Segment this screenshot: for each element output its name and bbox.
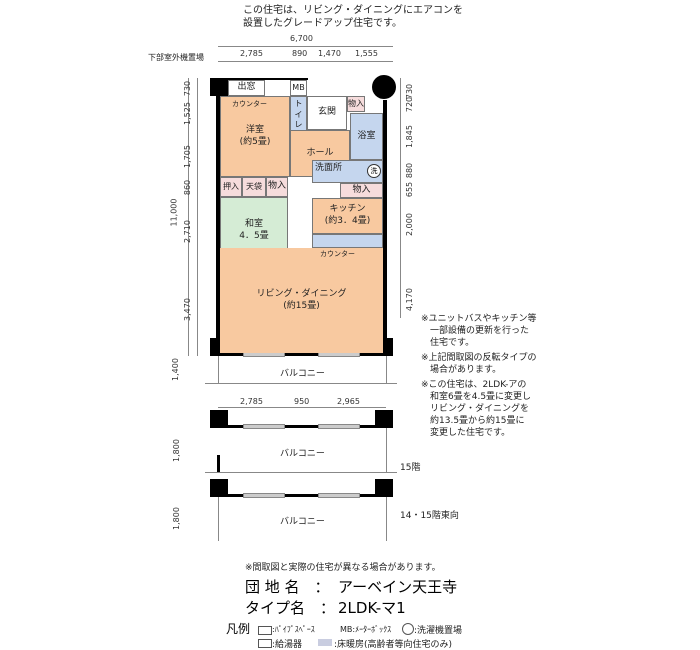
legend-item: MB:ﾒｰﾀｰﾎﾞｯｸｽ [340, 625, 392, 634]
dim-top: 2,785 [240, 49, 263, 58]
room-oshiire: 押入 [220, 177, 242, 197]
side-note: ※ユニットバスやキッチン等 一部設備の更新を行った 住宅です。 [421, 314, 537, 348]
room-storage-jp: 物入 [266, 177, 288, 197]
dim-right: 4,170 [404, 288, 414, 311]
kitchen-counter [312, 234, 383, 248]
room-label: キッチン [329, 204, 366, 215]
room-kitchen: キッチン (約3．4畳) [312, 198, 383, 234]
legend-title: 凡例 [226, 622, 251, 636]
balcony-label: バルコニー [280, 369, 325, 379]
dim-left: 1,705 [182, 145, 192, 168]
floor-heating-icon [318, 639, 332, 646]
kitchen-counter-label: カウンター [320, 250, 355, 258]
legend-item: :洗濯機置場 [414, 626, 463, 636]
variant-dim: 2,785 [240, 397, 263, 406]
column-icon [372, 75, 396, 99]
type-name: 2LDK-マ1 [338, 599, 406, 617]
legend-item: :床暖房(高齢者等向住宅のみ) [334, 640, 453, 650]
dim-top: 1,470 [318, 49, 341, 58]
dim-right: 1,845 [404, 125, 414, 148]
room-bay-window: 出窓 [228, 80, 265, 96]
dim-right: 2,000 [404, 213, 414, 236]
variant-dim: 950 [294, 397, 310, 406]
variant-depth: 1,800 [171, 439, 181, 462]
room-tenbukuro: 天袋 [242, 177, 266, 197]
room-living-dining: リビング・ダイニング (約15畳) [220, 248, 383, 353]
dim-total-width: 6,700 [290, 34, 313, 43]
side-note: ※この住宅は、2LDK-アの 和室6畳を4.5畳に変更し リビング・ダイニングを… [421, 380, 532, 438]
dim-right: 880 [405, 162, 415, 179]
side-note: ※上記間取図の反転タイプの 場合があります。 [421, 353, 537, 375]
room-size: (約3．4畳) [324, 216, 371, 226]
type-name-label: タイプ名 ： [245, 599, 336, 617]
balcony-label: バルコニー [280, 449, 325, 459]
header-note-2: 設置したグレードアップ住宅です。 [243, 18, 402, 29]
room-bath: 浴室 [350, 113, 383, 160]
floor-label: 15階 [400, 463, 421, 473]
dim-total-height: 11,000 [169, 198, 179, 227]
water-heater-icon [258, 639, 272, 648]
dim-left: 3,470 [182, 298, 192, 321]
disclaimer: ※間取図と実際の住宅が異なる場合があります。 [245, 563, 441, 573]
legend-item: :給湯器 [272, 640, 303, 650]
dim-left: 860 [183, 179, 193, 196]
complex-name-label: 団 地 名 ： [245, 578, 330, 596]
room-western: 洋室 (約5畳) [220, 96, 290, 177]
floor-label: 14・15階東向 [400, 511, 459, 521]
room-entrance: 玄関 [307, 96, 347, 130]
dim-left: 2,710 [182, 220, 192, 243]
room-size: (約15畳) [283, 300, 320, 311]
room-label: 洋室 [245, 124, 264, 135]
washer-legend-icon [402, 623, 414, 635]
variant-depth: 1,800 [171, 507, 181, 530]
header-note-1: この住宅は、リビング・ダイニングにエアコンを [243, 5, 463, 16]
dim-right: 720 [405, 96, 415, 113]
room-storage-small: 物入 [347, 96, 365, 112]
room-size: 4．5畳 [239, 231, 269, 241]
complex-name: アーベイン天王寺 [338, 578, 458, 596]
dim-top: 890 [292, 49, 308, 58]
dim-left: 730 [183, 80, 193, 97]
legend-item: :ﾊﾟｲﾌﾟｽﾍﾟｰｽ [272, 625, 315, 634]
outdoor-unit-label: 下部室外機置場 [148, 53, 204, 62]
room-size: (約5畳) [239, 136, 271, 147]
room-label: 洗面所 [315, 163, 343, 173]
variant-dim: 2,965 [337, 397, 360, 406]
room-label: リビング・ダイニング [256, 288, 347, 299]
dim-left: 1,525 [182, 102, 192, 125]
room-washroom: 洗面所 [312, 160, 383, 183]
dim-right: 655 [405, 181, 415, 198]
room-label: 和室 [244, 219, 263, 230]
dim-top: 1,555 [355, 49, 378, 58]
room-toilet: トイレ [290, 96, 307, 134]
room-storage-wash: 物入 [340, 183, 383, 198]
balcony-label: バルコニー [280, 517, 325, 527]
dim-left-balcony: 1,400 [170, 358, 180, 381]
washer-icon: 洗 [367, 164, 381, 178]
meter-box: MB [290, 80, 307, 96]
pipe-space-icon [258, 626, 272, 635]
counter-label: カウンター [232, 100, 267, 108]
